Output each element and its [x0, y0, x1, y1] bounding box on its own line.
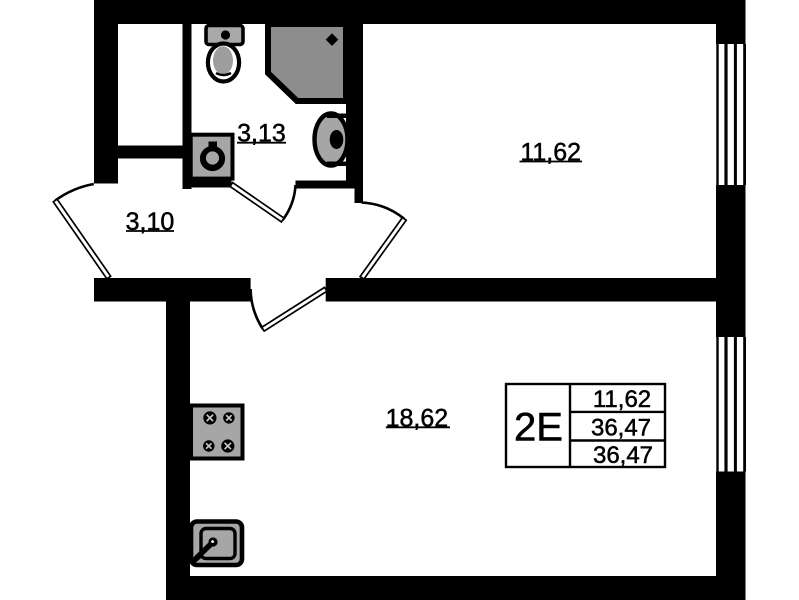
svg-text:36,47: 36,47 [591, 415, 651, 442]
svg-text:11,62: 11,62 [593, 386, 651, 413]
svg-text:36,47: 36,47 [593, 442, 653, 469]
svg-text:2E: 2E [514, 406, 563, 450]
